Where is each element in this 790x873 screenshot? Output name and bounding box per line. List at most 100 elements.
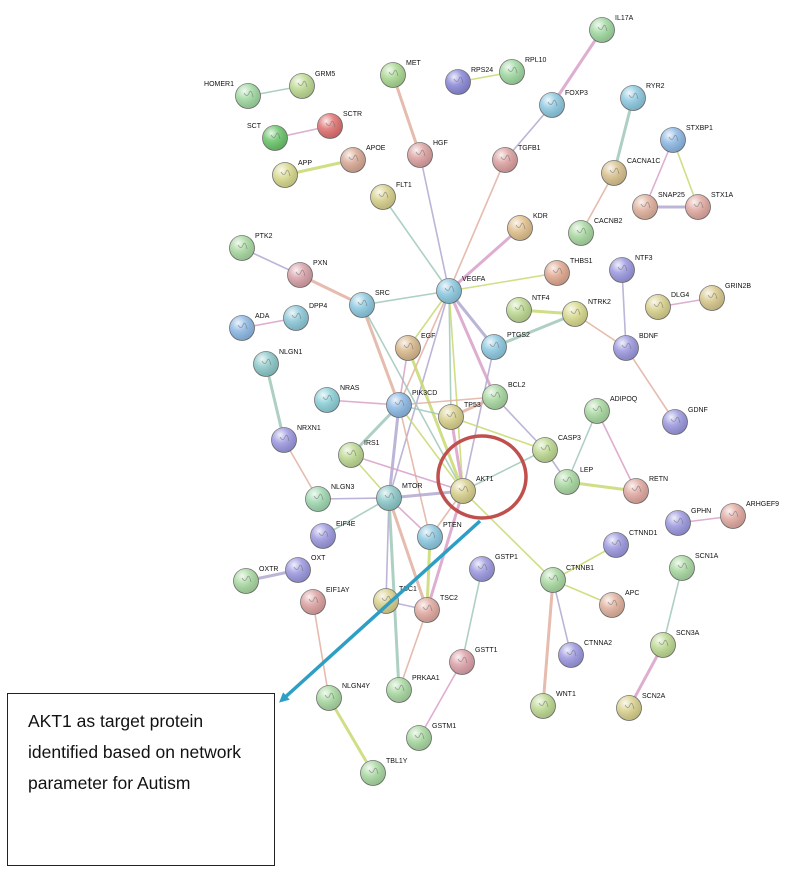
node-tsc1[interactable]: TSC1 [373,586,418,614]
node-nras[interactable]: NRAS [314,385,360,413]
node-cacnb2[interactable]: CACNB2 [568,218,623,246]
edge-egf-akt1 [406,347,465,492]
node-label-ptgs2: PTGS2 [507,332,530,339]
node-app[interactable]: APP [272,160,313,188]
node-thbs1[interactable]: THBS1 [544,258,593,286]
node-il17a[interactable]: IL17A [589,15,634,43]
node-structure-irs1 [346,449,357,457]
node-gphn[interactable]: GPHN [665,508,712,536]
node-flt1[interactable]: FLT1 [370,182,412,210]
node-shine-pik3cd [386,392,412,418]
node-shine-gphn [665,510,691,536]
node-ntf3[interactable]: NTF3 [609,255,653,283]
node-grin2b[interactable]: GRIN2B [699,283,752,311]
node-gstm1[interactable]: GSTM1 [406,723,457,751]
node-nlgn4y[interactable]: NLGN4Y [316,683,371,711]
node-akt1[interactable]: AKT1 [450,476,494,504]
node-lep[interactable]: LEP [554,467,594,495]
node-hgf[interactable]: HGF [407,140,448,168]
node-tsc2[interactable]: TSC2 [414,595,459,623]
node-scn1a[interactable]: SCN1A [669,553,719,581]
node-pten[interactable]: PTEN [417,522,462,550]
node-structure-sct [270,132,281,140]
node-stx1a[interactable]: STX1A [685,192,734,220]
node-shine-gstp1 [469,556,495,582]
node-eif4e[interactable]: EIF4E [310,521,356,549]
node-label-scn1a: SCN1A [695,553,719,560]
node-homer1[interactable]: HOMER1 [204,81,261,109]
node-ada[interactable]: ADA [229,313,270,341]
node-shine-scn1a [669,555,695,581]
node-structure-nlgn1 [261,358,272,366]
node-dpp4[interactable]: DPP4 [283,303,328,331]
node-pik3cd[interactable]: PIK3CD [386,390,438,418]
node-ctnnd1[interactable]: CTNND1 [603,530,658,558]
node-ctnnb1[interactable]: CTNNB1 [540,565,595,593]
node-retn[interactable]: RETN [623,476,669,504]
node-structure-stx1a [693,201,704,209]
node-met[interactable]: MET [380,60,422,88]
edge-src-vegfa [361,290,450,306]
node-shine-eif1ay [300,589,326,615]
edge-met-hgf [391,74,422,156]
node-tp53[interactable]: TP53 [438,402,481,430]
node-shine-tbl1y [360,760,386,786]
node-ctnna2[interactable]: CTNNA2 [558,640,613,668]
node-tgfb1[interactable]: TGFB1 [492,145,541,173]
node-eif1ay[interactable]: EIF1AY [300,587,350,615]
node-bcl2[interactable]: BCL2 [482,382,526,410]
node-ptgs2[interactable]: PTGS2 [481,332,531,360]
node-snap25[interactable]: SNAP25 [632,192,685,220]
node-structure-snap25 [640,201,651,209]
node-rpl10[interactable]: RPL10 [499,57,547,85]
node-ptk2[interactable]: PTK2 [229,233,273,261]
node-label-oxtr: OXTR [259,566,278,573]
node-cacna1c[interactable]: CACNA1C [601,158,661,186]
node-nlgn1[interactable]: NLGN1 [253,349,303,377]
node-sctr[interactable]: SCTR [317,111,363,139]
node-ryr2[interactable]: RYR2 [620,83,665,111]
node-ntf4[interactable]: NTF4 [506,295,550,323]
node-pxn[interactable]: PXN [287,260,328,288]
node-label-flt1: FLT1 [396,182,412,189]
node-apc[interactable]: APC [599,590,640,618]
node-rps24[interactable]: RPS24 [445,67,494,95]
node-ntrk2[interactable]: NTRK2 [562,299,612,327]
node-tbl1y[interactable]: TBL1Y [360,758,408,786]
node-prkaa1[interactable]: PRKAA1 [386,675,440,703]
node-casp3[interactable]: CASP3 [532,435,582,463]
node-label-nlgn1: NLGN1 [279,349,302,356]
node-sct[interactable]: SCT [247,123,288,151]
node-gstt1[interactable]: GSTT1 [449,647,498,675]
node-dlg4[interactable]: DLG4 [645,292,690,320]
node-nrxn1[interactable]: NRXN1 [271,425,321,453]
node-vegfa[interactable]: VEGFA [436,276,486,304]
node-foxp3[interactable]: FOXP3 [539,90,589,118]
node-bdnf[interactable]: BDNF [613,333,659,361]
node-kdr[interactable]: KDR [507,213,548,241]
node-shine-bcl2 [482,384,508,410]
edge-akt1-casp3 [462,449,546,492]
edge-mtor-tsc2 [387,497,429,611]
node-grm5[interactable]: GRM5 [289,71,336,99]
node-scn3a[interactable]: SCN3A [650,630,700,658]
node-egf[interactable]: EGF [395,333,436,361]
node-nlgn3[interactable]: NLGN3 [305,484,355,512]
node-irs1[interactable]: IRS1 [338,440,380,468]
node-structure-src [357,299,368,307]
node-stxbp1[interactable]: STXBP1 [660,125,713,153]
node-structure-arhgef9 [728,510,739,518]
node-src[interactable]: SRC [349,290,390,318]
node-apoe[interactable]: APOE [340,145,386,173]
node-structure-casp3 [540,444,551,452]
node-mtor[interactable]: MTOR [376,483,423,511]
node-gstp1[interactable]: GSTP1 [469,554,519,582]
node-arhgef9[interactable]: ARHGEF9 [720,501,780,529]
node-scn2a[interactable]: SCN2A [616,693,666,721]
node-oxt[interactable]: OXT [285,555,327,583]
node-adipoq[interactable]: ADIPOQ [584,396,638,424]
node-shine-stx1a [685,194,711,220]
node-wnt1[interactable]: WNT1 [530,691,576,719]
node-oxtr[interactable]: OXTR [233,566,279,594]
node-gdnf[interactable]: GDNF [662,407,708,435]
